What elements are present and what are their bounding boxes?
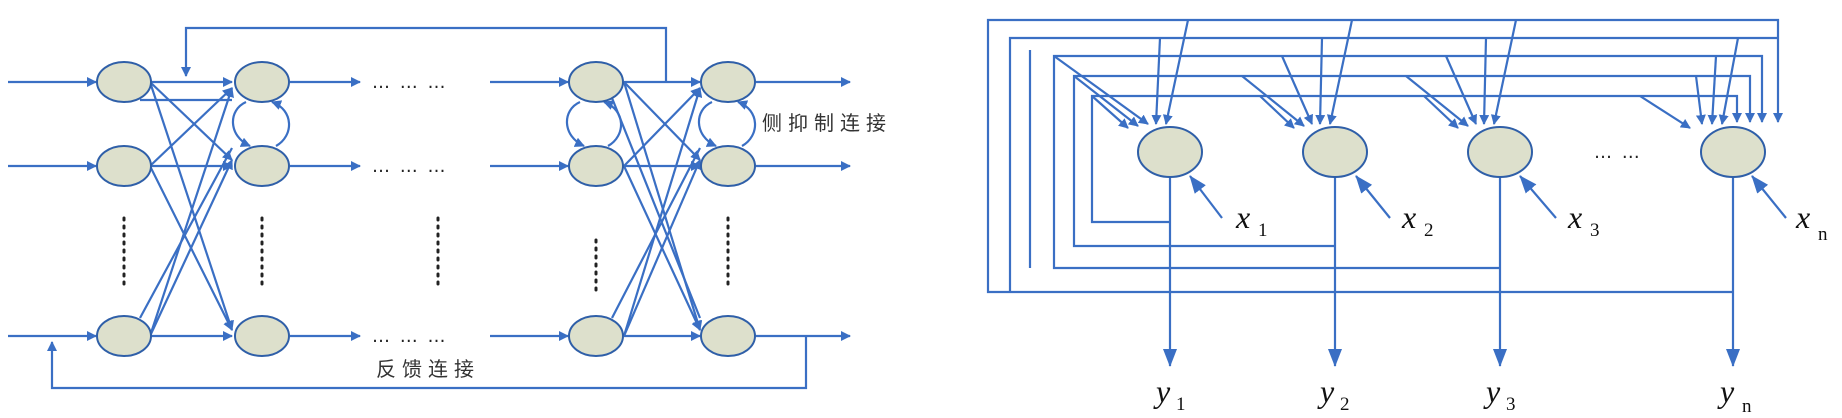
input-label-x1: x 1 [1235,199,1268,241]
neuron-node [568,61,624,103]
neuron-node [234,61,290,103]
right-network [986,18,1787,367]
output-label-yn: y n [1717,373,1752,417]
svg-text:y: y [1483,373,1501,409]
output-label-y2: y 2 [1317,373,1350,415]
svg-text:2: 2 [1340,394,1350,415]
svg-text:x: x [1795,199,1810,235]
left-network [8,26,851,390]
feedback-connection-label: 反馈连接 [376,357,480,381]
svg-text:x: x [1235,199,1250,235]
neuron-node [96,145,152,187]
neuron-node [1700,126,1766,178]
neuron-node [1467,126,1533,178]
neuron-node [700,315,756,357]
svg-text:1: 1 [1258,220,1268,241]
input-label-x3: x 3 [1567,199,1600,241]
svg-text:1: 1 [1176,394,1186,415]
ellipsis-row-3: … … … [372,326,447,347]
svg-text:y: y [1717,373,1735,409]
ellipsis-row-1: … … … [372,72,447,93]
neuron-node [234,315,290,357]
svg-text:3: 3 [1506,394,1516,415]
svg-text:y: y [1317,373,1335,409]
right-ellipsis: … … [1594,142,1642,163]
output-label-y1: y 1 [1153,373,1186,415]
neuron-node [96,61,152,103]
neuron-node [234,145,290,187]
neuron-node [1137,126,1203,178]
input-label-xn: x n [1795,199,1828,245]
neuron-node [568,315,624,357]
neuron-node [96,315,152,357]
neuron-node [700,145,756,187]
svg-text:x: x [1401,199,1416,235]
neuron-node [700,61,756,103]
svg-text:3: 3 [1590,220,1600,241]
svg-text:n: n [1742,396,1752,417]
neuron-node [568,145,624,187]
input-label-x2: x 2 [1401,199,1434,241]
neuron-node [1302,126,1368,178]
output-label-y3: y 3 [1483,373,1516,415]
lateral-inhibition-label: 侧抑制连接 [762,111,892,135]
svg-text:n: n [1818,224,1828,245]
ellipsis-row-2: … … … [372,156,447,177]
svg-text:y: y [1153,373,1171,409]
svg-text:2: 2 [1424,220,1434,241]
svg-text:x: x [1567,199,1582,235]
